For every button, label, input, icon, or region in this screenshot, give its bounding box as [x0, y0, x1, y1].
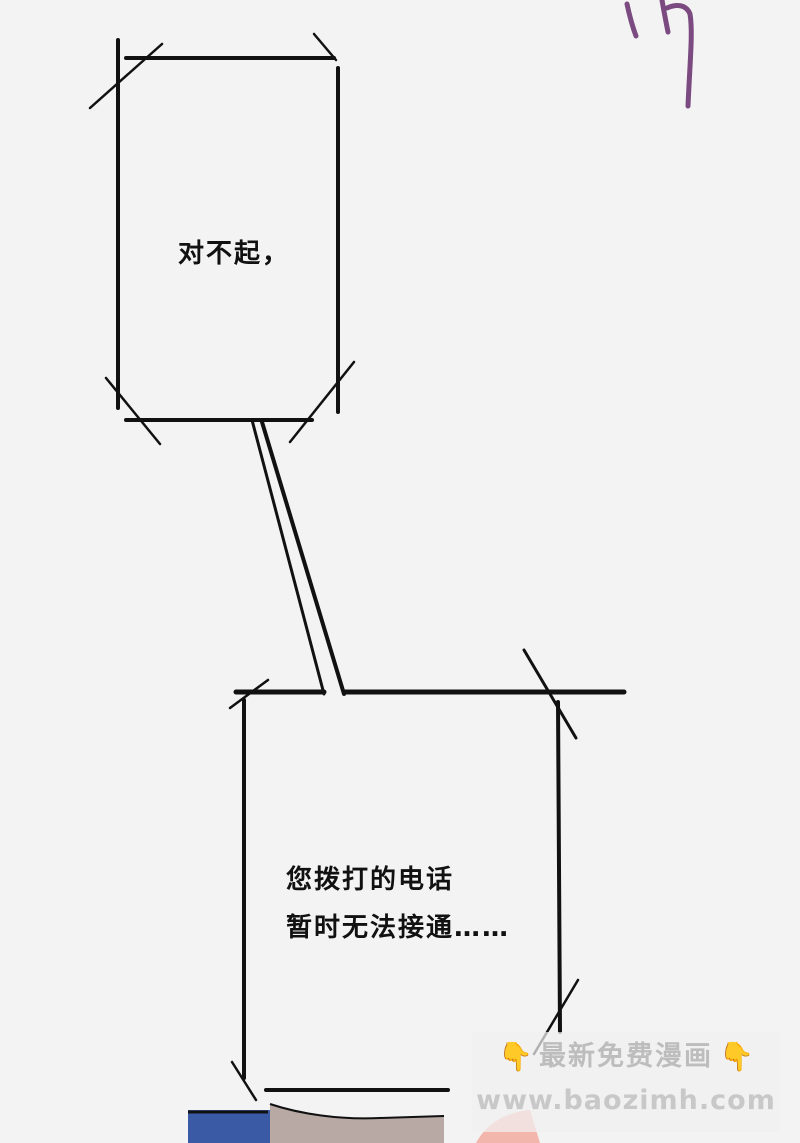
speech-tail	[250, 418, 346, 696]
speech-line: 对不起，	[178, 239, 291, 269]
speech-line: 暂时无法接通……	[286, 913, 511, 943]
pointing-down-icon: 👇	[719, 1040, 754, 1073]
speech-box-2-outline	[228, 648, 627, 1102]
site-watermark: 👇 最新免费漫画 👇 www.baozimh.com	[472, 1032, 780, 1132]
handwritten-scribble	[624, 0, 694, 109]
speech-bubble-1-text: 对不起，	[178, 230, 290, 278]
speech-box-1-outline	[88, 32, 356, 446]
watermark-title-row: 👇 最新免费漫画 👇	[472, 1040, 780, 1074]
watermark-title: 最新免费漫画	[539, 1041, 713, 1072]
watermark-url: www.baozimh.com	[476, 1085, 776, 1116]
pointing-down-icon: 👇	[498, 1040, 533, 1073]
speech-bubble-2-text: 您拨打的电话 暂时无法接通……	[286, 856, 510, 952]
speech-line: 您拨打的电话	[286, 865, 455, 895]
